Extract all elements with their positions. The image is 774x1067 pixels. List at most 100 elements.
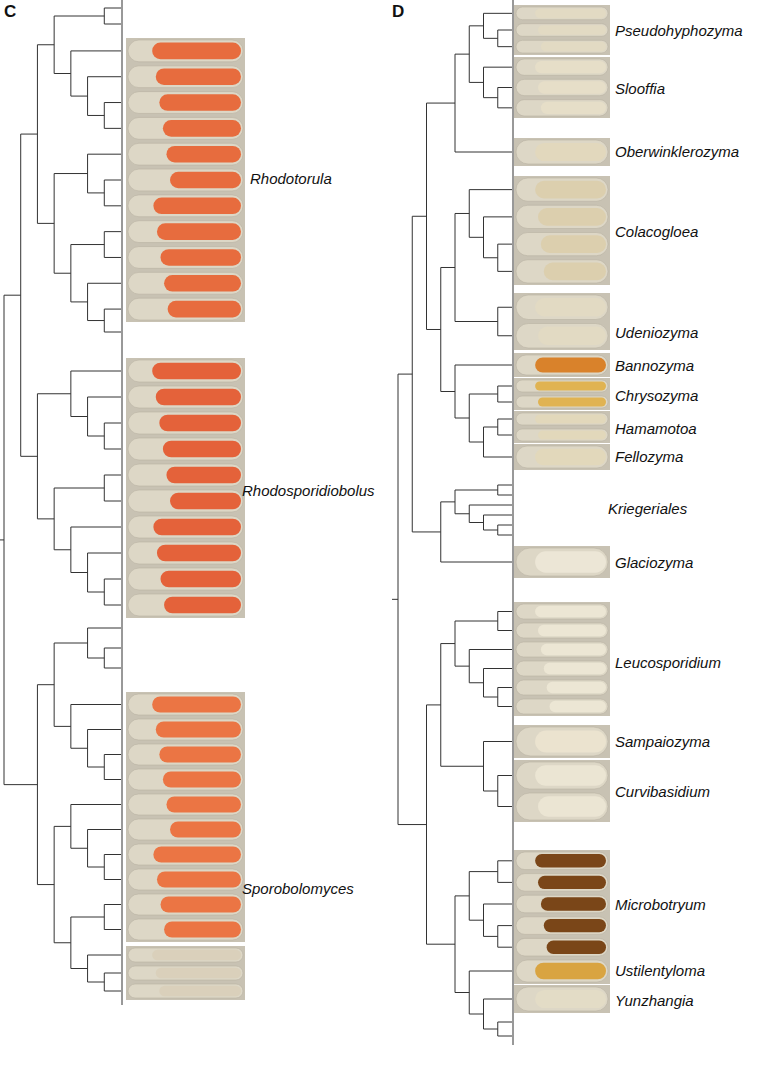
tree-branch: [441, 643, 455, 644]
tree-branch: [427, 704, 441, 705]
tree-branch: [469, 1014, 483, 1015]
culture-tube: [516, 59, 608, 75]
yeast-streak: [535, 61, 606, 73]
yeast-streak: [538, 625, 606, 636]
culture-tube: [516, 205, 608, 228]
culture-tube: [516, 895, 608, 913]
culture-tube: [516, 699, 608, 714]
culture-tube: [128, 221, 243, 243]
culture-tube: [128, 966, 243, 980]
tree-branch: [498, 775, 512, 776]
culture-tube: [516, 233, 608, 256]
culture-tube: [516, 355, 608, 375]
culture-tube: [128, 438, 243, 460]
culture-photo: [126, 946, 245, 1000]
tree-branch: [88, 154, 121, 155]
yeast-streak: [535, 143, 606, 161]
culture-tube: [516, 24, 608, 37]
tree-branch: [71, 527, 121, 528]
culture-photo: [514, 985, 610, 1013]
yeast-streak: [535, 551, 606, 572]
tree-branch: [54, 643, 87, 644]
yeast-streak: [156, 968, 241, 979]
tree-branch: [498, 495, 512, 496]
tree-branch: [71, 917, 104, 918]
tree-branch: [392, 599, 398, 600]
tree-branch: [104, 423, 121, 424]
yeast-streak: [538, 876, 606, 889]
tree-branch: [37, 223, 54, 224]
culture-tube: [516, 429, 608, 441]
yeast-streak: [152, 363, 241, 380]
yeast-streak: [170, 493, 241, 510]
yeast-streak: [538, 208, 606, 226]
yeast-streak: [535, 765, 606, 786]
genus-label: Udeniozyma: [615, 324, 698, 341]
yeast-streak: [538, 397, 606, 406]
tree-branch: [484, 1029, 498, 1030]
tree-branch: [498, 1036, 512, 1037]
tree-branch: [455, 54, 469, 55]
culture-photo: [514, 293, 610, 350]
culture-photo: [514, 57, 610, 118]
yeast-streak: [159, 415, 241, 432]
tree-branch: [498, 485, 512, 486]
yeast-streak: [535, 381, 606, 390]
culture-tube: [128, 948, 243, 962]
tree-branch: [441, 267, 455, 268]
yeast-streak: [170, 822, 241, 838]
yeast-streak: [161, 897, 241, 913]
tree-branch: [498, 244, 512, 245]
tree-branch: [71, 371, 121, 372]
yeast-streak: [163, 120, 241, 137]
culture-tube: [128, 169, 243, 191]
culture-tube: [128, 40, 243, 62]
tree-branch: [21, 134, 38, 135]
culture-tube: [128, 769, 243, 790]
tree-branch: [71, 572, 88, 573]
yeast-streak: [156, 722, 241, 738]
tree-branch: [498, 535, 512, 536]
culture-tube: [516, 938, 608, 956]
tree-branch: [4, 295, 21, 296]
tree-branch: [104, 8, 121, 9]
tree-branch: [427, 329, 441, 330]
tree-branch: [37, 44, 54, 45]
order-label: Kriegeriales: [608, 500, 687, 517]
yeast-streak: [159, 986, 241, 997]
yeast-streak: [152, 43, 241, 60]
genus-label: Microbotryum: [615, 896, 706, 913]
yeast-streak: [170, 172, 241, 189]
genus-label: Curvibasidium: [615, 783, 710, 800]
yeast-streak: [541, 644, 606, 655]
tree-branch: [441, 391, 455, 392]
tree-branch: [71, 96, 88, 97]
tree-branch: [498, 46, 512, 47]
tree-branch: [88, 982, 105, 983]
yeast-streak: [157, 872, 241, 888]
culture-photo: [514, 138, 610, 166]
tree-branch: [469, 25, 483, 26]
culture-tube: [516, 100, 608, 116]
tree-branch: [71, 848, 88, 849]
yeast-streak: [550, 701, 606, 712]
panel-axis: [122, 0, 123, 1005]
tree-branch: [104, 205, 121, 206]
yeast-streak: [161, 571, 241, 588]
tree-branch: [484, 97, 498, 98]
culture-photo: [514, 378, 610, 410]
yeast-streak: [168, 301, 241, 318]
genus-label: Ustilentyloma: [615, 962, 705, 979]
culture-tube: [128, 542, 243, 564]
tree-branch: [441, 501, 455, 502]
tree-branch: [498, 860, 512, 861]
genus-label: Glaciozyma: [615, 554, 693, 571]
culture-tube: [516, 852, 608, 870]
yeast-streak: [153, 198, 241, 215]
tree-branch: [484, 13, 513, 14]
tree-branch: [54, 549, 71, 550]
yeast-streak: [535, 730, 606, 752]
yeast-streak: [535, 414, 606, 423]
tree-branch: [88, 192, 105, 193]
tree-branch: [104, 501, 121, 502]
